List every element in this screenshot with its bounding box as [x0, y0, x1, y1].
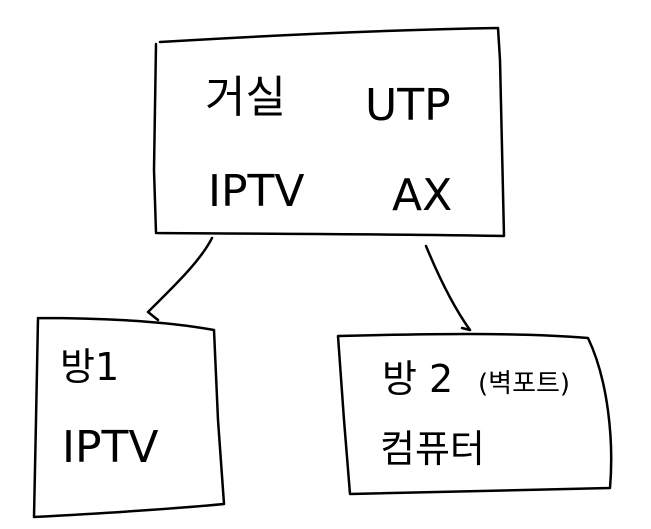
living-room-title: 거실 [205, 72, 286, 123]
node-room1: 방1 IPTV [32, 316, 226, 519]
edge-living-room-room1 [146, 236, 214, 322]
room2-title: 방 2 [382, 357, 453, 401]
node-living-room-border [152, 26, 506, 238]
node-room2-border [336, 332, 613, 496]
room1-title: 방1 [60, 345, 119, 389]
room1-device: IPTV [62, 422, 159, 473]
node-room1-border [32, 316, 226, 519]
node-room2: 방 2 (벽포트) 컴퓨터 [336, 332, 613, 496]
living-room-utp: UTP [365, 80, 451, 131]
node-living-room: 거실 UTP IPTV AX [152, 26, 506, 238]
living-room-ax: AX [392, 170, 452, 221]
room2-note: (벽포트) [478, 369, 570, 399]
room2-device: 컴퓨터 [380, 427, 485, 471]
edge-living-room-room2 [424, 244, 472, 332]
living-room-iptv: IPTV [208, 166, 305, 217]
